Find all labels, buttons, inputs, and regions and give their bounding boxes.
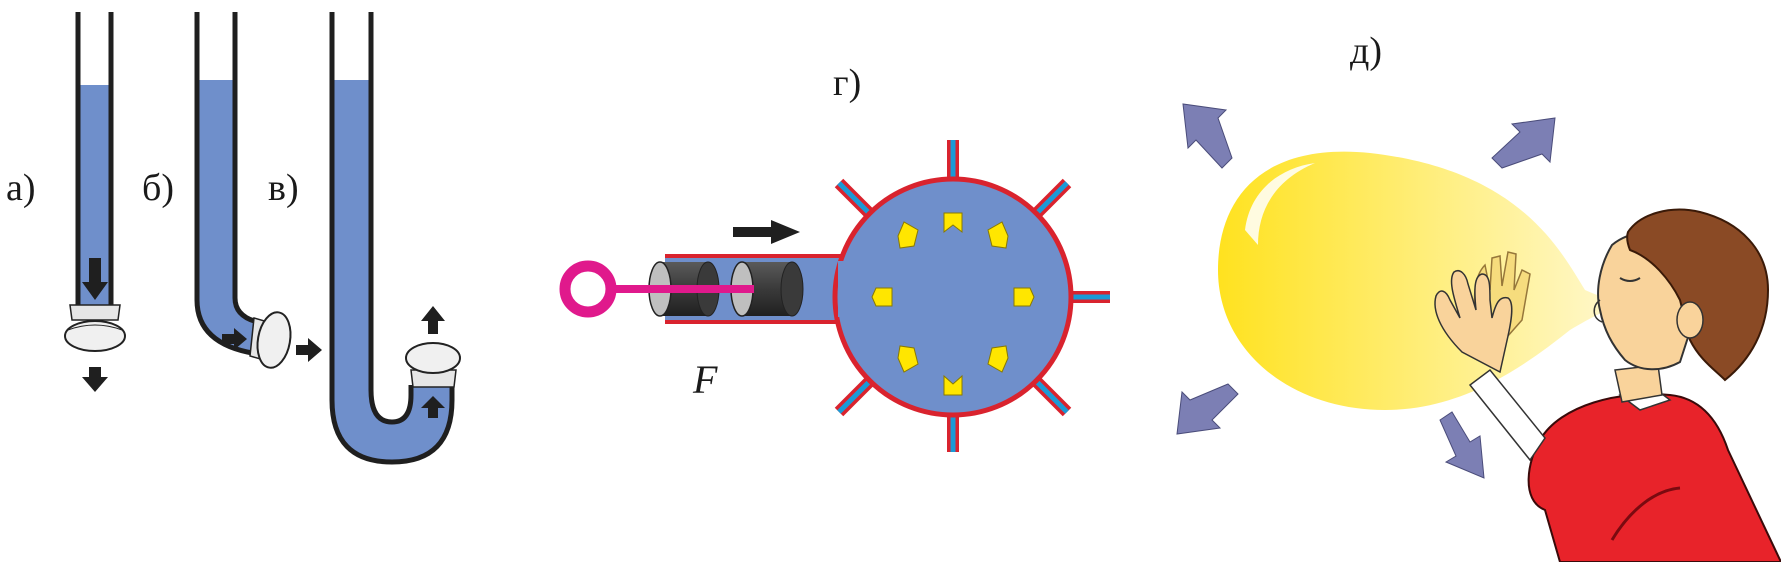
marker-upper-right: [987, 221, 1009, 249]
marker-upper-left: [897, 221, 919, 249]
right-arrow-icon: [296, 338, 322, 362]
sphere-body: [832, 176, 1074, 418]
label-d: д): [1350, 30, 1382, 72]
down-left-arrow-icon: [1176, 383, 1239, 435]
boy-ear: [1676, 301, 1704, 339]
right-arrow-icon: [733, 220, 800, 244]
tube-a-group: а): [6, 12, 126, 392]
membrane-v: [405, 342, 461, 388]
marker-down: [943, 374, 963, 396]
up-right-arrow-icon: [1491, 117, 1556, 169]
label-v: в): [268, 167, 299, 209]
marker-lower-right: [987, 345, 1009, 373]
tube-a-water: [80, 85, 109, 305]
boy-sleeve: [1468, 368, 1546, 462]
down-arrow-icon: [82, 367, 108, 392]
tube-v-water: [334, 80, 450, 460]
balloon: [1218, 151, 1625, 410]
down-right-arrow-icon: [1439, 411, 1485, 479]
pascal-sphere-group: г): [559, 62, 1110, 452]
marker-lower-left: [897, 345, 919, 373]
tube-a-wall: [75, 12, 114, 305]
boy-hair: [1626, 208, 1770, 382]
tube-b-group: б): [142, 12, 322, 369]
up-arrow-icon: [421, 306, 445, 334]
right-arrow-icon: [222, 328, 247, 350]
up-left-arrow-icon: [1182, 103, 1233, 169]
label-b: б): [142, 167, 174, 209]
pressure-markers: [871, 212, 1035, 396]
boy-shirt: [1527, 393, 1781, 562]
membrane-a: [64, 304, 126, 352]
label-a: а): [6, 167, 36, 209]
pull-ring: [559, 260, 617, 318]
label-g: г): [833, 62, 861, 104]
marker-left: [871, 287, 893, 307]
expansion-arrows: [1176, 103, 1556, 479]
marker-right: [1013, 287, 1035, 307]
marker-up: [943, 212, 963, 234]
membrane-b: [249, 311, 292, 369]
up-arrow-icon: [421, 396, 445, 418]
down-arrow-icon: [82, 258, 108, 300]
tube-b-water: [198, 80, 260, 352]
tube-v-wall: [329, 12, 455, 465]
force-label: F: [692, 357, 718, 402]
balloon-group: д): [1176, 30, 1781, 562]
boy-hand-front: [1434, 270, 1513, 374]
tube-v-group: в): [268, 12, 461, 465]
